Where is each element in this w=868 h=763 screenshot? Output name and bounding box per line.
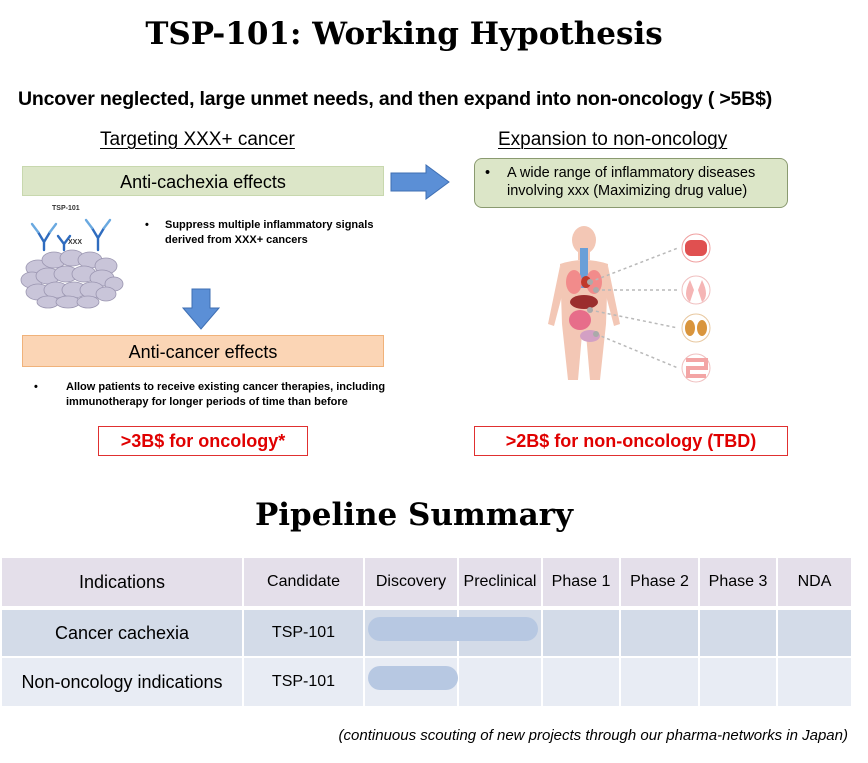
column-header-nda: NDA — [778, 558, 853, 610]
column-header-phase1: Phase 1 — [543, 558, 621, 610]
candidate-cell: TSP-101 — [244, 658, 365, 706]
indication-cell: Non-oncology indications — [2, 658, 244, 706]
column-header-preclinical: Preclinical — [459, 558, 543, 610]
right-section-heading: Expansion to non-oncology — [498, 129, 728, 150]
bullet-dot: • — [145, 219, 149, 231]
pipeline-footnote: (continuous scouting of new projects thr… — [338, 727, 848, 744]
column-header-candidate: Candidate — [244, 558, 365, 610]
cachexia-bullet-text: Suppress multiple inflammatory signals d… — [165, 219, 374, 246]
non-oncology-box: • A wide range of inflammatory diseases … — [474, 158, 788, 208]
progress-bar-non-oncology — [368, 666, 458, 690]
stage-cell — [543, 610, 621, 658]
page-subtitle: Uncover neglected, large unmet needs, an… — [18, 88, 773, 110]
anti-cancer-box: Anti-cancer effects — [22, 335, 384, 367]
anti-cachexia-box: Anti-cachexia effects — [22, 166, 384, 196]
tsp101-cell-illustration: TSP-101 — [18, 198, 138, 310]
left-section-heading: Targeting XXX+ cancer — [100, 129, 295, 150]
candidate-cell: TSP-101 — [244, 610, 365, 658]
target-label: XXX — [68, 239, 82, 246]
column-header-discovery: Discovery — [365, 558, 459, 610]
cachexia-bullet: • Suppress multiple inflammatory signals… — [145, 218, 395, 248]
stage-cell — [700, 610, 778, 658]
right-arrow-icon — [390, 164, 450, 200]
pipeline-table: Indications Candidate Discovery Preclini… — [2, 558, 853, 706]
bullet-dot: • — [485, 165, 491, 181]
non-oncology-box-text: A wide range of inflammatory diseases in… — [507, 165, 756, 199]
oncology-market-box: >3B$ for oncology* — [98, 426, 308, 456]
non-oncology-market-box: >2B$ for non-oncology (TBD) — [474, 426, 788, 456]
column-header-indications: Indications — [2, 558, 244, 610]
stage-cell — [459, 658, 543, 706]
human-organs-illustration — [540, 224, 740, 384]
indication-cell: Cancer cachexia — [2, 610, 244, 658]
stage-cell — [621, 658, 700, 706]
stage-cell — [778, 610, 853, 658]
anti-cancer-bullet-text: Allow patients to receive existing cance… — [66, 381, 386, 408]
progress-bar-cancer-cachexia — [368, 617, 538, 641]
pipeline-title: Pipeline Summary — [254, 497, 574, 533]
bullet-dot: • — [34, 381, 38, 393]
stage-cell — [778, 658, 853, 706]
table-row: Non-oncology indications TSP-101 — [2, 658, 853, 706]
page-title: TSP-101: Working Hypothesis — [145, 16, 663, 52]
pipeline-header-row: Indications Candidate Discovery Preclini… — [2, 558, 853, 610]
anti-cancer-bullet: • Allow patients to receive existing can… — [34, 380, 394, 410]
column-header-phase3: Phase 3 — [700, 558, 778, 610]
stage-cell — [700, 658, 778, 706]
column-header-phase2: Phase 2 — [621, 558, 700, 610]
stage-cell — [543, 658, 621, 706]
drug-label: TSP-101 — [52, 205, 80, 212]
stage-cell — [621, 610, 700, 658]
down-arrow-icon — [181, 288, 221, 330]
